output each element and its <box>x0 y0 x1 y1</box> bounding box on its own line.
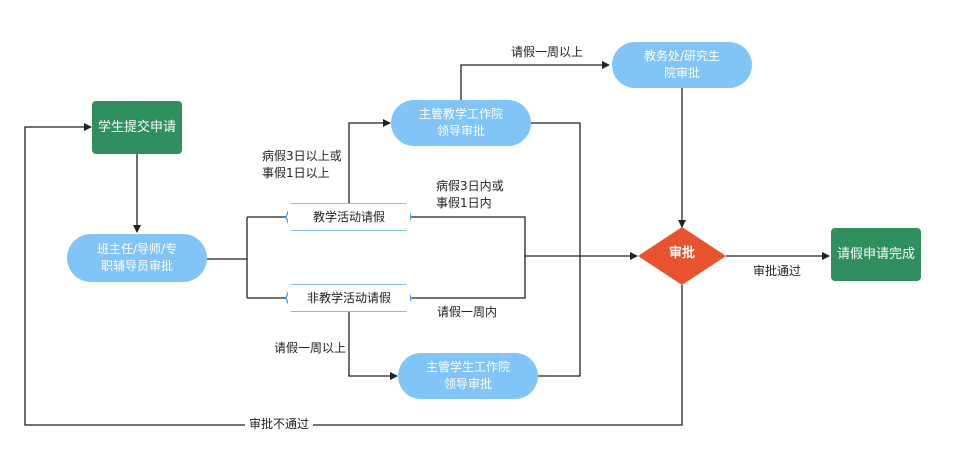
arrow-non-teaching-to-student-leader <box>348 312 398 380</box>
arrow-teaching-to-leader <box>348 119 391 203</box>
submit-node: 学生提交申请 <box>92 101 182 154</box>
submit-label: 学生提交申请 <box>97 120 176 135</box>
label-passed: 审批通过 <box>753 264 802 278</box>
label-rejected-wrap: 审批不通过 <box>245 416 314 433</box>
non-teaching-leave-node: 非教学活动请假 <box>288 285 410 311</box>
advisor-label-line2: 职辅导员审批 <box>100 259 173 273</box>
arrow-reject-loop <box>24 123 683 426</box>
affairs-label-line1: 教务处/研究生 <box>643 49 721 63</box>
label-sick-within-line1: 病假3日内或 <box>436 179 504 193</box>
teach-leader-label-line2: 领导审批 <box>436 124 485 138</box>
teaching-leave-label: 教学活动请假 <box>312 209 385 224</box>
line-student-leader-to-approve <box>538 256 581 377</box>
label-sick-within: 病假3日内或 事假1日内 <box>436 178 504 212</box>
advisor-label-line1: 班主任/导师/专 <box>96 242 178 256</box>
arrow-leader-to-affairs <box>460 61 610 102</box>
complete-node: 请假申请完成 <box>831 228 921 281</box>
affairs-label-line2: 院审批 <box>663 66 700 80</box>
label-within-week: 请假一周内 <box>437 305 498 319</box>
label-over-week-top: 请假一周以上 <box>511 45 584 59</box>
complete-label: 请假申请完成 <box>836 247 915 262</box>
teach-leader-node: 主管教学工作院 领导审批 <box>391 100 531 146</box>
teach-leader-label-line1: 主管教学工作院 <box>418 107 503 121</box>
student-leader-label-line2: 领导审批 <box>443 377 492 391</box>
label-rejected: 审批不通过 <box>245 417 314 431</box>
label-sick-within-line2: 事假1日内 <box>436 196 492 210</box>
student-leader-node: 主管学生工作院 领导审批 <box>398 353 538 399</box>
label-sick-over-line2: 事假1日以上 <box>262 166 330 180</box>
non-teaching-leave-label: 非教学活动请假 <box>306 290 391 305</box>
line-non-teaching-direct <box>410 256 526 299</box>
label-over-week-bottom: 请假一周以上 <box>274 341 347 355</box>
approve-label: 审批 <box>668 246 695 261</box>
teaching-leave-node: 教学活动请假 <box>288 204 410 230</box>
line-teaching-direct <box>410 216 526 256</box>
student-leader-label-line1: 主管学生工作院 <box>425 360 510 374</box>
line-leader-to-approve <box>531 122 581 256</box>
advisor-node: 班主任/导师/专 职辅导员审批 <box>67 234 207 282</box>
label-sick-over: 病假3日以上或 事假1日以上 <box>262 148 342 182</box>
label-sick-over-line1: 病假3日以上或 <box>262 149 342 163</box>
approve-diamond <box>638 227 726 285</box>
affairs-node: 教务处/研究生 院审批 <box>612 42 752 88</box>
